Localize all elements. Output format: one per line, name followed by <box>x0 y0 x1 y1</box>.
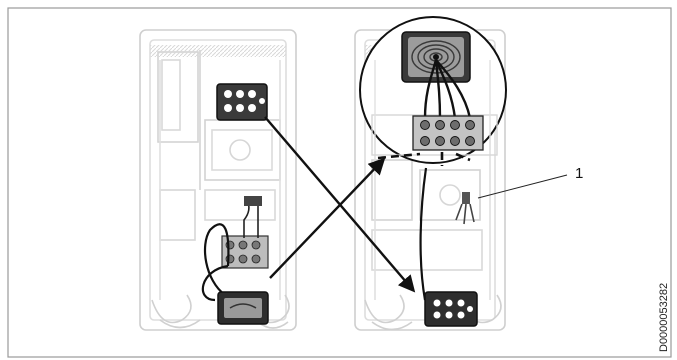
callout-leader-line <box>477 174 568 199</box>
document-id: D0000053282 <box>658 283 670 352</box>
figure-frame <box>7 7 672 358</box>
left-cable <box>201 223 230 302</box>
arrow-bottom-plug-to-top <box>269 157 386 279</box>
zoom-dashed-wires <box>377 152 471 166</box>
zoom-terminal-block <box>412 115 484 151</box>
left-terminal-block <box>221 196 269 269</box>
left-bottom-plug <box>217 291 269 325</box>
arrow-top-plug-to-bottom <box>264 116 416 293</box>
right-wire-bundle <box>455 192 475 225</box>
callout-number: 1 <box>575 165 583 182</box>
left-appliance <box>139 29 297 331</box>
right-cable <box>419 167 428 301</box>
left-top-plug-connector <box>216 83 268 121</box>
zoom-detail <box>359 16 507 166</box>
left-housing <box>139 29 297 331</box>
coiled-plug <box>401 31 471 83</box>
zoom-wires <box>423 59 472 119</box>
right-bottom-plug <box>424 291 478 327</box>
